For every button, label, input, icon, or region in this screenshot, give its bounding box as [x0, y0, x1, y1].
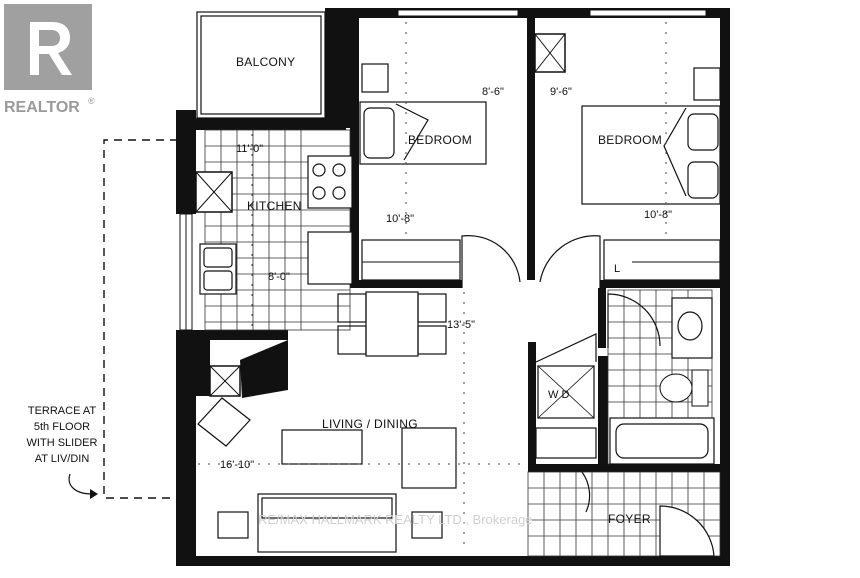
exterior-walls — [176, 8, 730, 566]
terrace-note: TERRACE AT 5th FLOOR WITH SLIDER AT LIV/… — [27, 405, 98, 465]
bedroom-2-furniture — [581, 67, 721, 281]
bedroom-1-length: 10'-8" — [386, 213, 414, 225]
balcony-label: BALCONY — [236, 55, 295, 69]
terrace-note-line-1: TERRACE AT — [28, 405, 97, 417]
bedroom-1-width: 8'-6" — [482, 86, 504, 98]
terrace-note-line-4: AT LIV/DIN — [35, 453, 90, 465]
bathroom-vanity — [671, 297, 713, 359]
terrace-outline — [103, 139, 182, 499]
foyer-label: FOYER — [608, 512, 651, 526]
stove — [307, 155, 353, 209]
bedroom-1-label: BEDROOM — [408, 133, 472, 147]
closet-door — [581, 471, 591, 513]
bedroom-2-label: BEDROOM — [598, 133, 662, 147]
living-shaft — [209, 365, 241, 397]
laundry-closet — [535, 333, 597, 459]
closet-marker: L — [614, 263, 620, 275]
realtor-logo[interactable]: REALTOR ® — [4, 4, 95, 116]
windows — [179, 9, 707, 331]
bathtub — [609, 417, 715, 465]
dining-length: 13'-5" — [447, 319, 475, 331]
bathroom-door — [607, 293, 661, 348]
balcony-inner — [200, 15, 322, 115]
realtor-logo-text: REALTOR — [4, 99, 80, 116]
laundry-label: W D — [548, 389, 569, 401]
bedroom-doors — [461, 235, 601, 288]
kitchen-sink — [199, 243, 237, 295]
kitchen-label: KITCHEN — [247, 199, 302, 213]
kitchen-length: 8'-0" — [268, 271, 290, 283]
terrace-arrow — [68, 473, 93, 495]
brokerage-watermark: RE/MAX HALLMARK REALTY LTD., Brokerage — [258, 512, 533, 527]
kitchen-width: 11'-0" — [236, 143, 263, 155]
living-dining-label: LIVING / DINING — [322, 417, 418, 431]
bedroom-2-length: 10'-8" — [644, 209, 672, 221]
interior-walls — [196, 18, 720, 472]
terrace-note-line-3: WITH SLIDER — [27, 437, 98, 449]
dining-table — [337, 291, 447, 357]
bedroom-1-furniture — [359, 63, 487, 281]
kitchen-shaft — [195, 171, 233, 213]
column — [240, 340, 288, 398]
living-width: 16'-10" — [220, 459, 254, 471]
toilet — [659, 369, 709, 407]
realtor-trademark: ® — [88, 96, 95, 106]
dimension-lines — [198, 22, 667, 552]
terrace-arrow-head — [90, 489, 98, 499]
living-furniture — [197, 397, 457, 553]
bedroom-2-shaft — [534, 33, 566, 73]
bedroom-2-width: 9'-6" — [550, 86, 572, 98]
entry-door — [659, 505, 715, 557]
fridge — [307, 231, 353, 285]
terrace-note-line-2: 5th FLOOR — [34, 421, 90, 433]
